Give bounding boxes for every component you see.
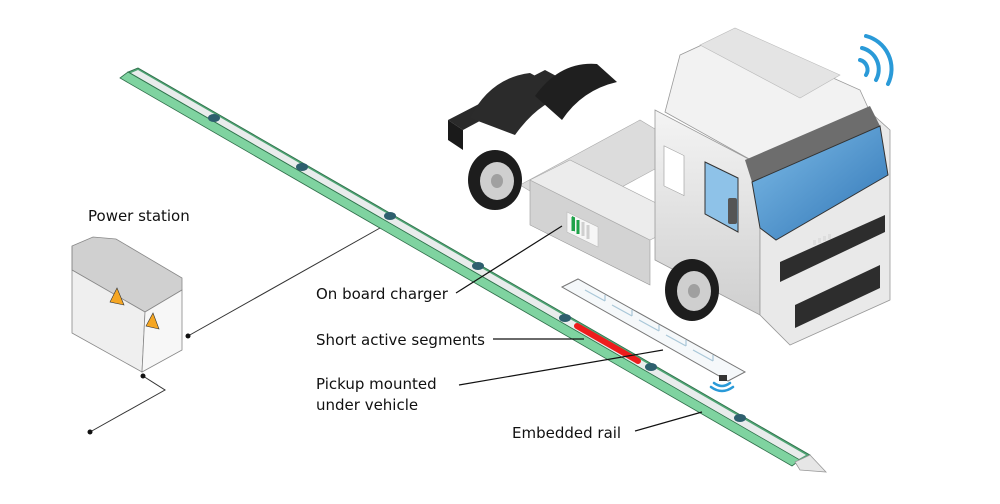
on-board-charger-label: On board charger: [316, 285, 448, 303]
rail-node: [734, 414, 746, 422]
rail-tip: [794, 454, 827, 473]
warning-icon: [109, 287, 125, 306]
front-wheel: [665, 259, 719, 321]
leader-pickup: [458, 349, 664, 386]
warning-icon: [145, 312, 160, 330]
truck-signal-icon: [858, 34, 894, 86]
power-station: [71, 236, 183, 373]
pickup-panel: [560, 278, 747, 382]
battery-icon: [566, 211, 599, 248]
leader-rail: [634, 411, 703, 432]
rail-node: [208, 114, 220, 122]
power-cables: [89, 227, 381, 433]
rail-node: [472, 262, 484, 270]
pickup-signal-icon: [709, 381, 735, 393]
rail-nodes: [208, 114, 746, 422]
rail-node: [384, 212, 396, 220]
embedded-rail: [119, 67, 827, 473]
pickup-sensor: [719, 375, 727, 381]
pickup-label-line2: under vehicle: [316, 396, 419, 414]
embedded-rail-label: Embedded rail: [512, 424, 622, 442]
rail-node: [559, 314, 571, 322]
windshield: [751, 125, 889, 241]
short-active-segments-label: Short active segments: [316, 331, 485, 349]
rail-node: [296, 163, 308, 171]
pickup-label: Pickup mounted under vehicle: [316, 374, 437, 416]
truck: [448, 27, 891, 346]
rear-wheel: [468, 150, 522, 210]
rail-node: [645, 363, 657, 371]
leader-lines: [455, 225, 703, 432]
pickup-label-line1: Pickup mounted: [316, 375, 437, 393]
active-segment: [574, 323, 641, 364]
leader-charger: [455, 225, 563, 294]
power-station-label: Power station: [88, 207, 190, 225]
